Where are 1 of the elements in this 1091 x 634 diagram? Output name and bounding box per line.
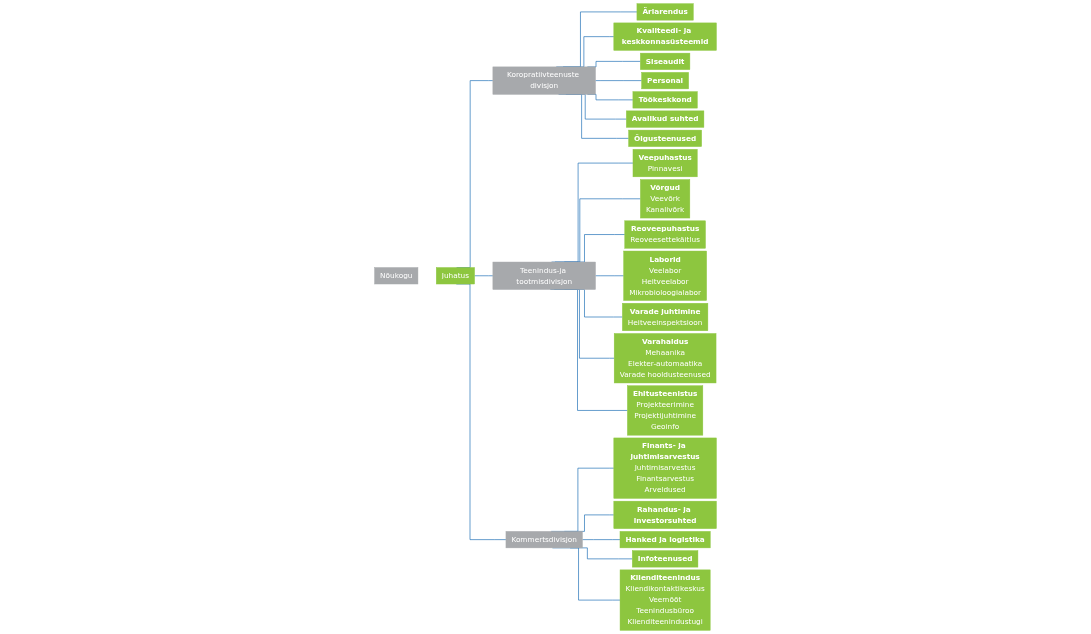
connector: [595, 80, 642, 81]
